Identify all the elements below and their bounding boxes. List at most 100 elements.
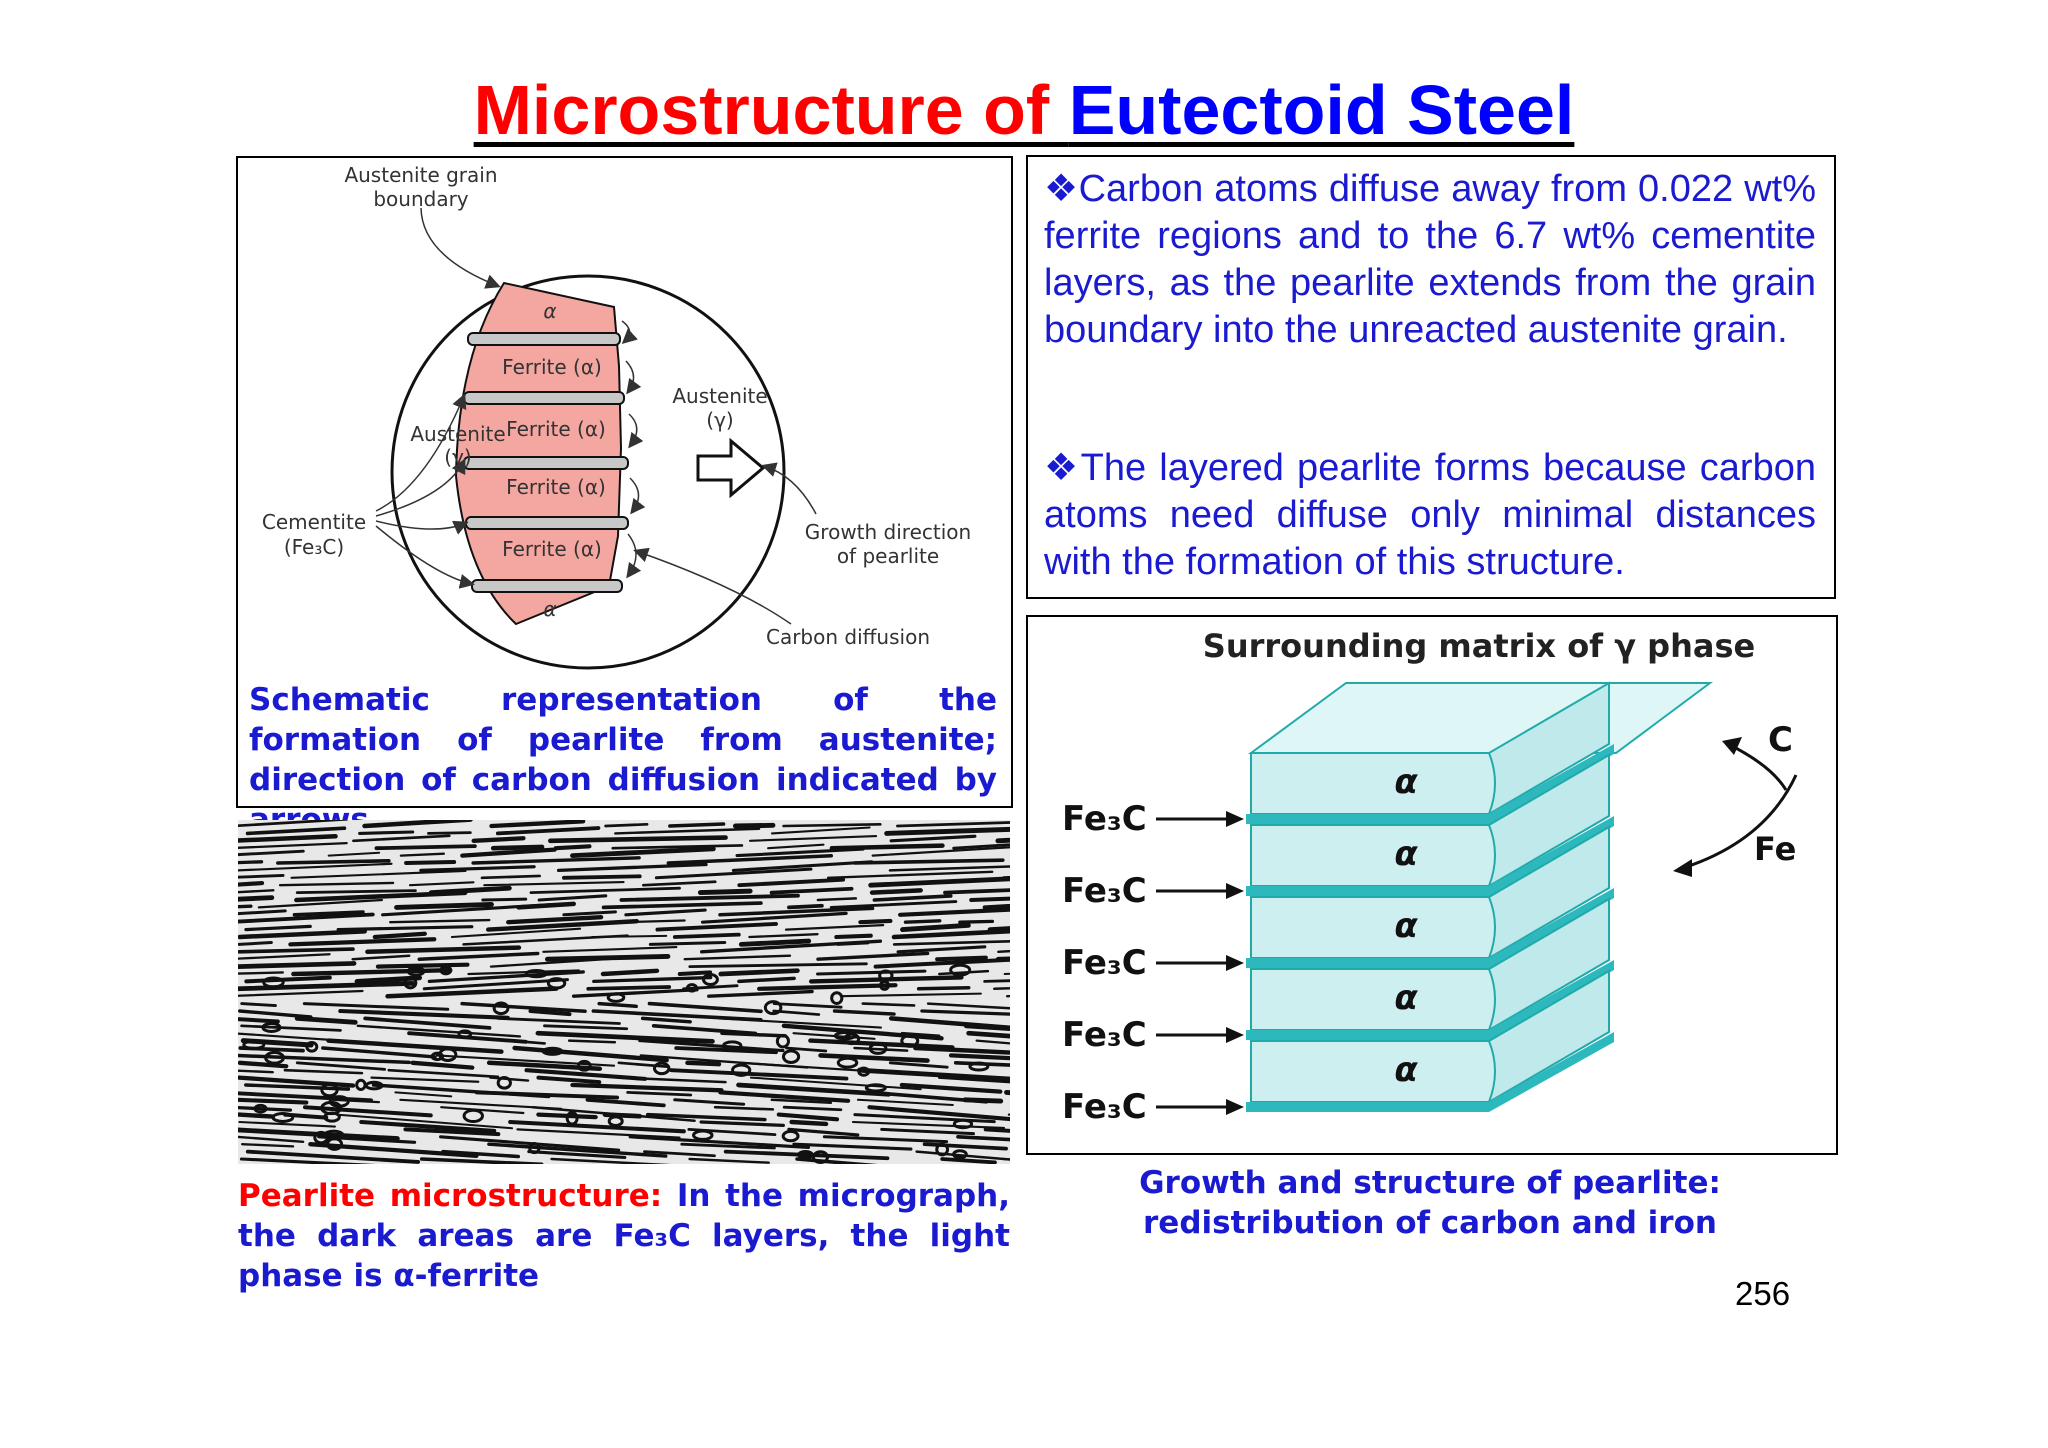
- micrograph-caption-red: Pearlite microstructure:: [238, 1178, 662, 1214]
- lamella: [675, 935, 739, 937]
- lamella: [792, 1122, 826, 1124]
- lamella: [860, 921, 890, 922]
- fe3c-label: Fe₃C: [1062, 943, 1147, 983]
- lamella: [238, 862, 262, 863]
- lamella: [937, 958, 986, 960]
- lamella: [493, 847, 542, 848]
- ferrite-alpha-label: α: [1394, 1050, 1418, 1090]
- lamella: [872, 890, 921, 892]
- ferrite-alpha-label: α: [1394, 906, 1418, 946]
- ferrite-alpha-label: α: [1394, 834, 1418, 874]
- lamella: [238, 963, 354, 966]
- pearlite-schematic-diagram: Austenite grain boundary Austenite (γ) A…: [236, 156, 1013, 676]
- cementite-plate: [1246, 814, 1489, 824]
- lamella: [238, 1100, 306, 1103]
- pearlite-micrograph: [238, 820, 1010, 1164]
- ferrite-label-4: Ferrite (α): [502, 537, 602, 561]
- lamella: [238, 972, 283, 974]
- lamella: [550, 838, 725, 841]
- lamella: [919, 988, 969, 989]
- lamella: [650, 943, 724, 945]
- alpha-top-label: α: [543, 299, 556, 323]
- lamella: [556, 846, 590, 848]
- lamella: [905, 921, 939, 922]
- lamella: [605, 1115, 640, 1117]
- lamella: [735, 825, 773, 826]
- page-title: Microstructure of Eutectoid Steel: [0, 68, 2048, 152]
- cementite-plate: [1246, 886, 1489, 896]
- ferrite-layer: [1251, 969, 1495, 1030]
- lamella: [789, 906, 822, 908]
- lamella: [360, 832, 413, 833]
- cementite-label-2: (Fe₃C): [284, 535, 344, 559]
- lamella: [397, 904, 492, 907]
- ferrite-label-3: Ferrite (α): [506, 475, 606, 499]
- austenite-left-label-1: Austenite: [410, 422, 505, 446]
- lamella: [688, 1063, 719, 1064]
- cementite-plate: [1246, 958, 1489, 968]
- lamella: [960, 921, 993, 922]
- ferrite-layer: [1251, 897, 1495, 958]
- grain-boundary-label-1: Austenite grain: [344, 163, 497, 187]
- lamella: [239, 943, 271, 945]
- ferrite-alpha-label: α: [1394, 762, 1418, 802]
- lamella: [564, 876, 640, 877]
- title-part-blue: Eutectoid Steel: [1069, 71, 1575, 149]
- lamella: [836, 936, 870, 937]
- bullet-layered-pearlite: ❖The layered pearlite forms because carb…: [1044, 445, 1816, 586]
- stack-caption: Growth and structure of pearlite: redist…: [1050, 1163, 1810, 1243]
- fe3c-label: Fe₃C: [1062, 871, 1147, 911]
- austenite-right-label-2: (γ): [706, 408, 733, 432]
- lamella: [700, 891, 750, 892]
- stack-caption-line-1: Growth and structure of pearlite:: [1050, 1163, 1810, 1203]
- lamella: [741, 941, 808, 944]
- lamella: [278, 861, 389, 863]
- ferrite-layer: [1251, 825, 1495, 886]
- lamella: [428, 833, 470, 834]
- fe3c-pointer-head: [1226, 1027, 1244, 1043]
- lamella: [680, 972, 710, 974]
- carbon-label: C: [1768, 720, 1793, 760]
- lamella: [670, 824, 724, 826]
- fe3c-label: Fe₃C: [1062, 1087, 1147, 1127]
- cementite-plate: [1246, 1102, 1489, 1112]
- alpha-bottom-label: α: [543, 597, 556, 621]
- bullet-text-1: Carbon atoms diffuse away from 0.022 wt%…: [1044, 168, 1816, 351]
- growth-direction-label-1: Growth direction: [805, 520, 971, 544]
- lamella: [985, 980, 1010, 981]
- bullet-marker-1: ❖: [1044, 168, 1079, 210]
- lamella: [474, 838, 524, 841]
- lamella: [606, 824, 647, 826]
- fe3c-pointer-head: [1226, 811, 1244, 827]
- lamella: [832, 846, 943, 849]
- schematic-caption: Schematic representation of the formatio…: [249, 680, 997, 840]
- stack-heading: Surrounding matrix of γ phase: [1203, 627, 1755, 665]
- pearlite-stack-diagram: Surrounding matrix of γ phase αFe₃CαFe₃C…: [1026, 615, 1838, 1155]
- bullet-carbon-diffusion: ❖Carbon atoms diffuse away from 0.022 wt…: [1044, 166, 1816, 354]
- lamella: [406, 862, 454, 863]
- lamella: [721, 971, 798, 974]
- stack-caption-line-2: redistribution of carbon and iron: [1050, 1203, 1810, 1243]
- lamella: [378, 965, 467, 967]
- lamella: [965, 1100, 1001, 1101]
- lamella: [238, 906, 251, 907]
- stack-top-face: [1251, 683, 1710, 753]
- cementite-label-1: Cementite: [262, 510, 366, 534]
- fe3c-label: Fe₃C: [1062, 1015, 1147, 1055]
- lamella: [376, 846, 474, 848]
- lamella: [297, 891, 415, 893]
- lamella: [483, 899, 526, 900]
- austenite-left-label-2: (γ): [444, 445, 471, 469]
- lamella: [784, 824, 881, 826]
- lamella: [482, 876, 540, 878]
- lamella: [818, 898, 856, 900]
- title-part-red: Microstructure of: [474, 71, 1069, 149]
- iron-label: Fe: [1754, 830, 1796, 868]
- austenite-right-label-1: Austenite: [672, 384, 767, 408]
- bullet-marker-2: ❖: [1044, 447, 1081, 489]
- lamella: [242, 1004, 276, 1006]
- ferrite-label-2: Ferrite (α): [506, 417, 606, 441]
- cementite-plate: [1246, 1030, 1489, 1040]
- lamella: [239, 1115, 273, 1117]
- fe3c-pointer-head: [1226, 955, 1244, 971]
